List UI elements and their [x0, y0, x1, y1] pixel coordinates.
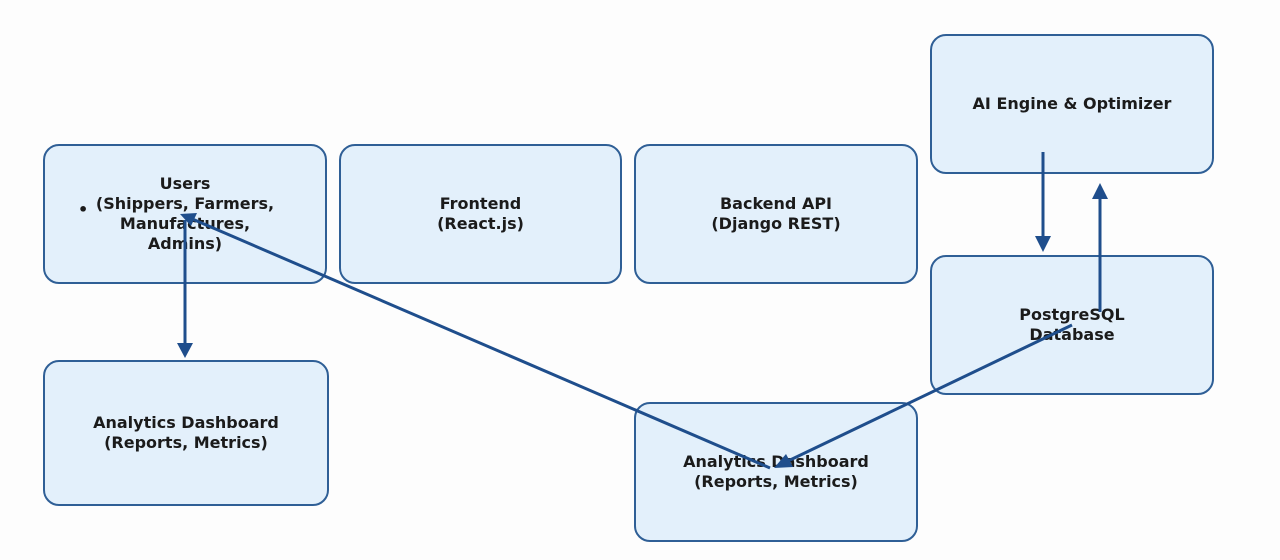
arrow-database-to-analytics-right	[787, 323, 1073, 463]
backend-api-node-text: Backend API (Django REST)	[711, 194, 840, 234]
users-node-line-2: (Shippers, Farmers,	[95, 194, 275, 213]
backend-api-node-line-2: (Django REST)	[711, 214, 841, 233]
frontend-node-text: Frontend (React.js)	[437, 194, 524, 234]
users-node-line-1: Users	[159, 174, 211, 193]
database-node-line-1: PostgreSQL	[1019, 305, 1125, 324]
arrowhead-users-to-analytics-left	[177, 343, 193, 358]
backend-api-node-line-1: Backend API	[719, 194, 832, 213]
ai-engine-node-line-1: AI Engine & Optimizer	[972, 94, 1172, 113]
arrowhead-database-to-ai-engine	[1092, 183, 1108, 199]
arrowhead-database-to-analytics-right	[774, 454, 793, 468]
users-node-text: Users (Shippers, Farmers, Manufactures, …	[96, 174, 274, 254]
database-node-line-2: Database	[1029, 325, 1115, 344]
analytics-dashboard-left-line-1: Analytics Dashboard	[93, 413, 279, 432]
frontend-node-line-1: Frontend	[439, 194, 522, 213]
arrowhead-analytics-right-to-users	[180, 213, 197, 226]
analytics-dashboard-left-line-2: (Reports, Metrics)	[104, 433, 268, 452]
frontend-node: Frontend (React.js)	[339, 144, 622, 284]
analytics-dashboard-right-line-2: (Reports, Metrics)	[694, 472, 858, 491]
analytics-dashboard-right-node: Analytics Dashboard (Reports, Metrics)	[634, 402, 918, 542]
analytics-dashboard-left-node-text: Analytics Dashboard (Reports, Metrics)	[93, 413, 279, 453]
backend-api-node: Backend API (Django REST)	[634, 144, 918, 284]
arrowhead-ai-engine-to-database	[1035, 236, 1051, 252]
analytics-dashboard-right-line-1: Analytics Dashboard	[683, 452, 869, 471]
ai-engine-node-text: AI Engine & Optimizer	[973, 94, 1172, 114]
arrow-analytics-right-to-users	[189, 216, 771, 470]
analytics-dashboard-left-node: Analytics Dashboard (Reports, Metrics)	[43, 360, 329, 506]
analytics-dashboard-right-node-text: Analytics Dashboard (Reports, Metrics)	[683, 452, 869, 492]
frontend-node-line-2: (React.js)	[437, 214, 524, 233]
database-node-text: PostgreSQL Database	[1019, 305, 1124, 345]
ai-engine-node: AI Engine & Optimizer	[930, 34, 1214, 174]
users-bullet: •	[78, 200, 89, 219]
